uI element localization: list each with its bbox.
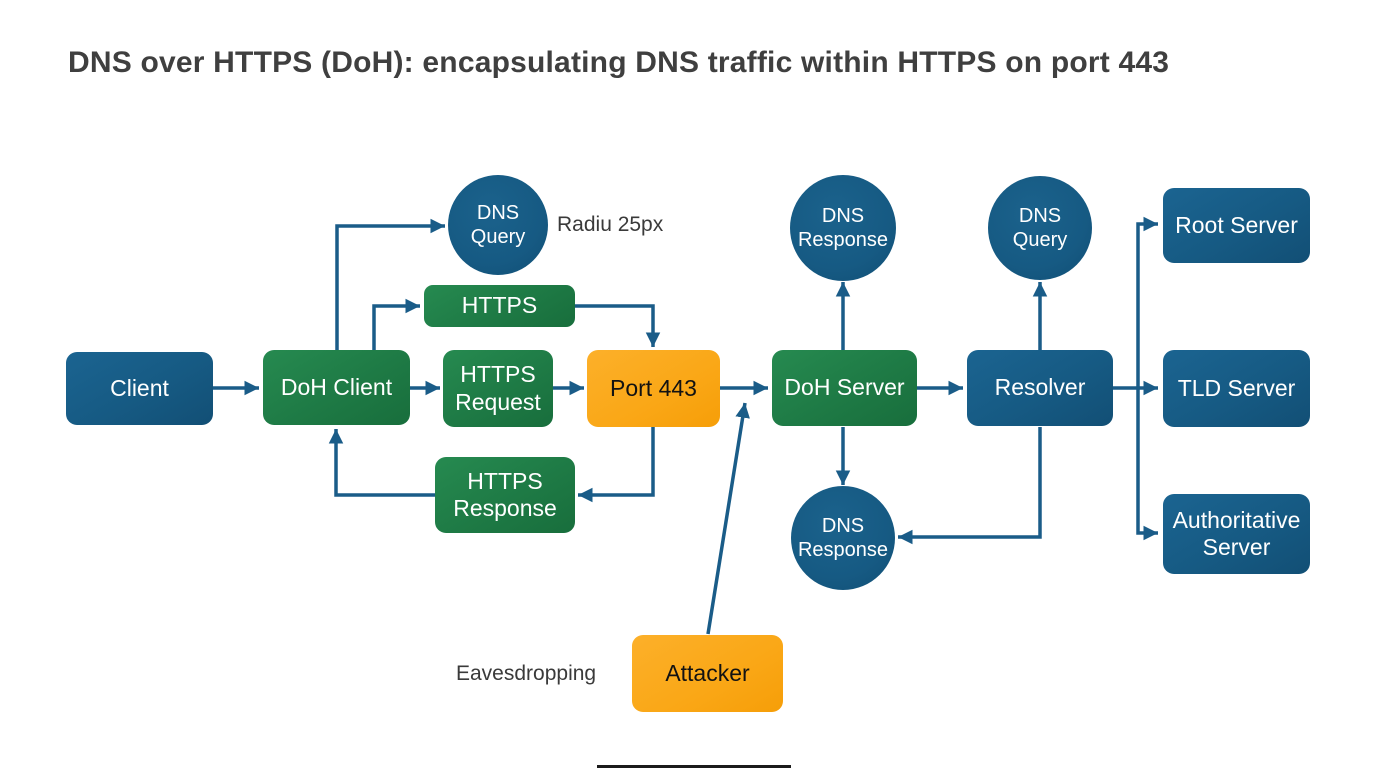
https-response-label: HTTPS Response — [453, 467, 557, 521]
arrow-resolver-to-dns-response — [898, 427, 1042, 545]
client-label: Client — [110, 374, 169, 401]
dns-response-doh-circle: DNS Response — [790, 175, 896, 281]
root-server-node: Root Server — [1163, 188, 1310, 263]
https-node: HTTPS — [424, 285, 575, 327]
doh-server-node: DoH Server — [772, 350, 917, 426]
doh-client-label: DoH Client — [280, 373, 393, 400]
tld-server-node: TLD Server — [1163, 350, 1310, 427]
port-443-node: Port 443 — [587, 350, 720, 427]
dns-response-resolver-circle: DNS Response — [791, 486, 895, 590]
arrow-https-response-to-doh-client — [328, 429, 435, 497]
authoritative-server-label: Authoritative Server — [1172, 506, 1301, 560]
attacker-node: Attacker — [632, 635, 783, 712]
dns-response-resolver-label: DNS Response — [797, 515, 889, 561]
arrow-port443-to-https-response — [578, 427, 655, 503]
dns-query-resolver-circle: DNS Query — [988, 176, 1092, 280]
https-request-node: HTTPS Request — [443, 350, 553, 427]
arrow-doh-client-to-https — [372, 298, 420, 351]
https-label: HTTPS — [461, 292, 538, 319]
https-request-label: HTTPS Request — [455, 361, 541, 415]
arrow-https-to-port443 — [575, 304, 661, 347]
arrow-attacker-to-port443-link — [706, 402, 750, 635]
authoritative-server-node: Authoritative Server — [1163, 494, 1310, 574]
https-response-node: HTTPS Response — [435, 457, 575, 533]
eavesdropping-annotation: Eavesdropping — [456, 662, 597, 685]
resolver-node: Resolver — [967, 350, 1113, 426]
doh-client-node: DoH Client — [263, 350, 410, 425]
page-title: DNS over HTTPS (DoH): encapsulating DNS … — [68, 46, 1170, 79]
client-node: Client — [66, 352, 213, 425]
attacker-label: Attacker — [665, 659, 750, 686]
resolver-label: Resolver — [994, 374, 1086, 401]
dns-response-doh-label: DNS Response — [797, 205, 889, 251]
arrow-branch-to-authoritative-server — [1136, 388, 1158, 541]
doh-server-label: DoH Server — [784, 374, 905, 401]
arrow-branch-to-root-server — [1136, 216, 1158, 388]
bottom-edge-bar — [597, 765, 791, 768]
dns-query-client-label: DNS Query — [470, 202, 526, 248]
radius-annotation: Radiu 25px — [557, 213, 664, 236]
root-server-label: Root Server — [1175, 211, 1298, 238]
dns-query-resolver-label: DNS Query — [1012, 205, 1068, 251]
tld-server-label: TLD Server — [1177, 374, 1296, 401]
dns-query-client-circle: DNS Query — [448, 175, 548, 275]
port-443-label: Port 443 — [610, 374, 697, 401]
arrow-doh-client-to-dns-query — [335, 218, 445, 351]
